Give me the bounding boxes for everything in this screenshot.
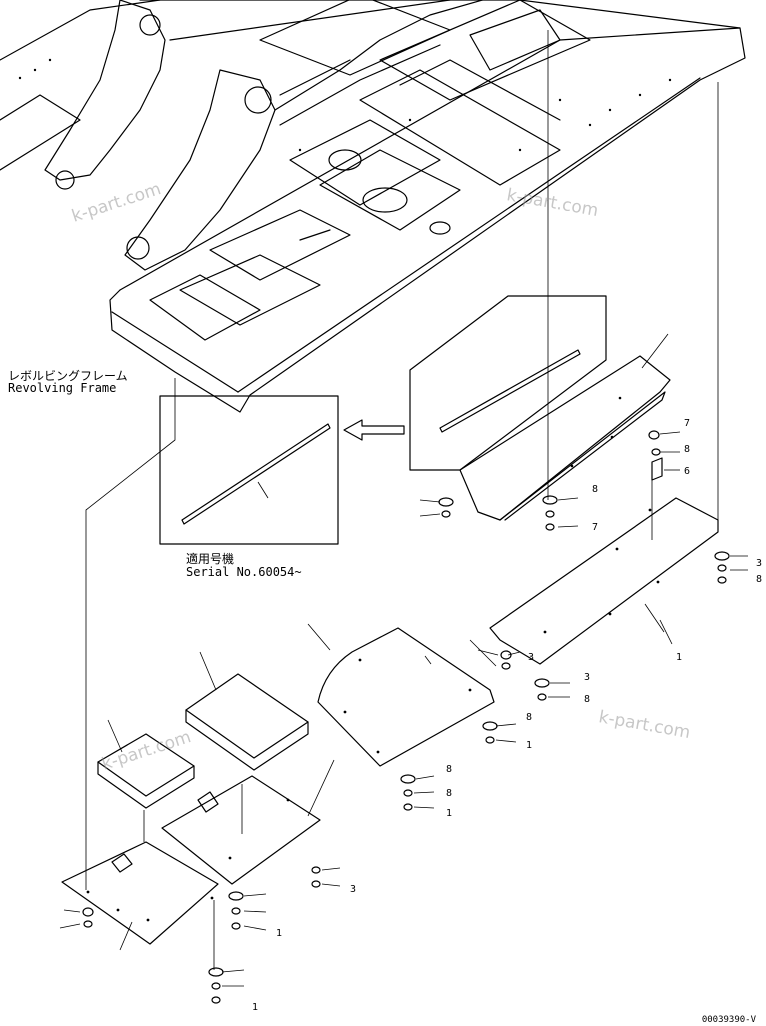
drawing-number: 00039390-V	[702, 1015, 757, 1025]
callout-mark: 8	[592, 484, 598, 495]
callout-mark: 6	[684, 466, 690, 477]
cover-lower-left-plate	[61, 841, 219, 951]
callout-mark: 1	[676, 652, 682, 663]
callout-mark: 3	[584, 672, 590, 683]
watermark-text: k-part.com	[69, 179, 163, 227]
detail-arrow	[343, 419, 405, 441]
watermark-text: k-part.com	[505, 185, 600, 221]
frame-rivet-dots	[18, 58, 672, 152]
callout-mark: 1	[446, 808, 452, 819]
callout-mark: 3	[350, 884, 356, 895]
revolving-frame	[0, 0, 746, 413]
callout-mark: 8	[446, 788, 452, 799]
callout-mark: 8	[584, 694, 590, 705]
detail-inset	[159, 395, 339, 545]
leader-lines	[85, 30, 719, 970]
callout-mark: 1	[526, 740, 532, 751]
callouts: 7 8 6 8 7 3 8 1 3 8 8 1 8 8 1 3 1 3 1	[59, 418, 762, 1013]
cover-upper-group	[409, 295, 671, 521]
fasteners	[82, 430, 730, 1004]
serial-label-jp: 適用号機	[186, 551, 234, 566]
callout-mark: 1	[252, 1002, 258, 1013]
cover-right-group	[489, 497, 719, 665]
cover-middle-group	[307, 623, 495, 767]
pad-lower	[97, 719, 195, 809]
frame-label-en: Revolving Frame	[8, 381, 116, 395]
callout-mark: 7	[592, 522, 598, 533]
callout-mark: 1	[276, 928, 282, 939]
watermark-text: k-part.com	[597, 707, 692, 743]
callout-mark: 8	[684, 444, 690, 455]
callout-mark: 7	[684, 418, 690, 429]
serial-label-en: Serial No.60054~	[186, 565, 302, 579]
cover-lower-right-plate	[161, 759, 335, 885]
callout-mark: 8	[446, 764, 452, 775]
frame-label-jp: レボルビングフレーム	[8, 369, 128, 383]
watermarks: k-part.com k-part.com k-part.com k-part.…	[69, 179, 691, 775]
callout-mark: 8	[526, 712, 532, 723]
callout-mark: 3	[528, 652, 534, 663]
callout-mark: 8	[756, 574, 762, 585]
callout-mark: 3	[756, 558, 762, 569]
pad-upper	[185, 651, 309, 771]
